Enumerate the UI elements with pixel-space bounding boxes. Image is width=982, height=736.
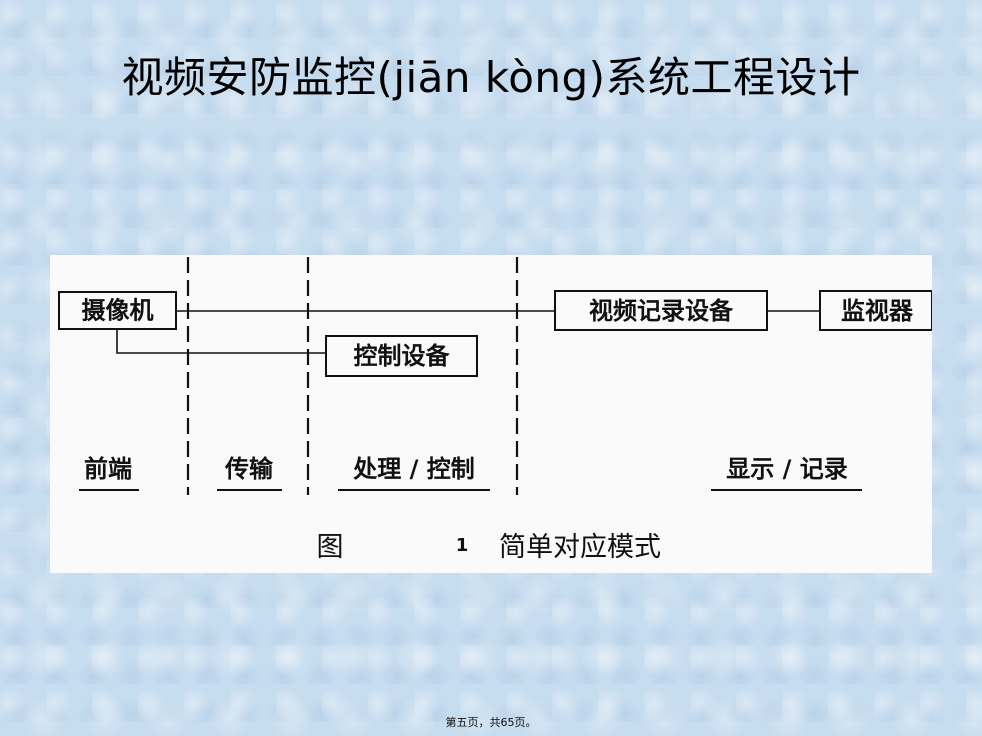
camera-label: 摄像机 [82,297,154,325]
caption-prefix: 图 [317,532,344,563]
region-label-transmission: 传输 [224,455,274,483]
video-recorder-label: 视频记录设备 [589,297,734,325]
region-label-display-record: 显示 / 记录 [726,455,847,483]
diagram-panel: 摄像机 控制设备 视频记录设备 监视器 前端 传输 处理 / 控制 显示 / 记… [50,255,932,573]
page-footer: 第五页，共65页。 [445,716,537,729]
control-device-box [325,335,478,377]
diagram-svg: 摄像机 控制设备 视频记录设备 监视器 前端 传输 处理 / 控制 显示 / 记… [58,257,932,563]
camera-box [58,291,177,330]
connector-camera-control [116,328,326,354]
monitor-label: 监视器 [841,297,914,325]
slide-title: 视频安防监控(jiān kòng)系统工程设计 [121,53,861,102]
region-label-processing-control: 处理 / 控制 [352,455,474,483]
video-recorder-box [554,290,768,331]
caption-text: 简单对应模式 [499,532,661,563]
region-label-front-end: 前端 [84,455,132,483]
monitor-box [819,290,932,331]
control-device-label: 控制设备 [354,342,451,370]
caption-number: 1 [456,535,469,556]
